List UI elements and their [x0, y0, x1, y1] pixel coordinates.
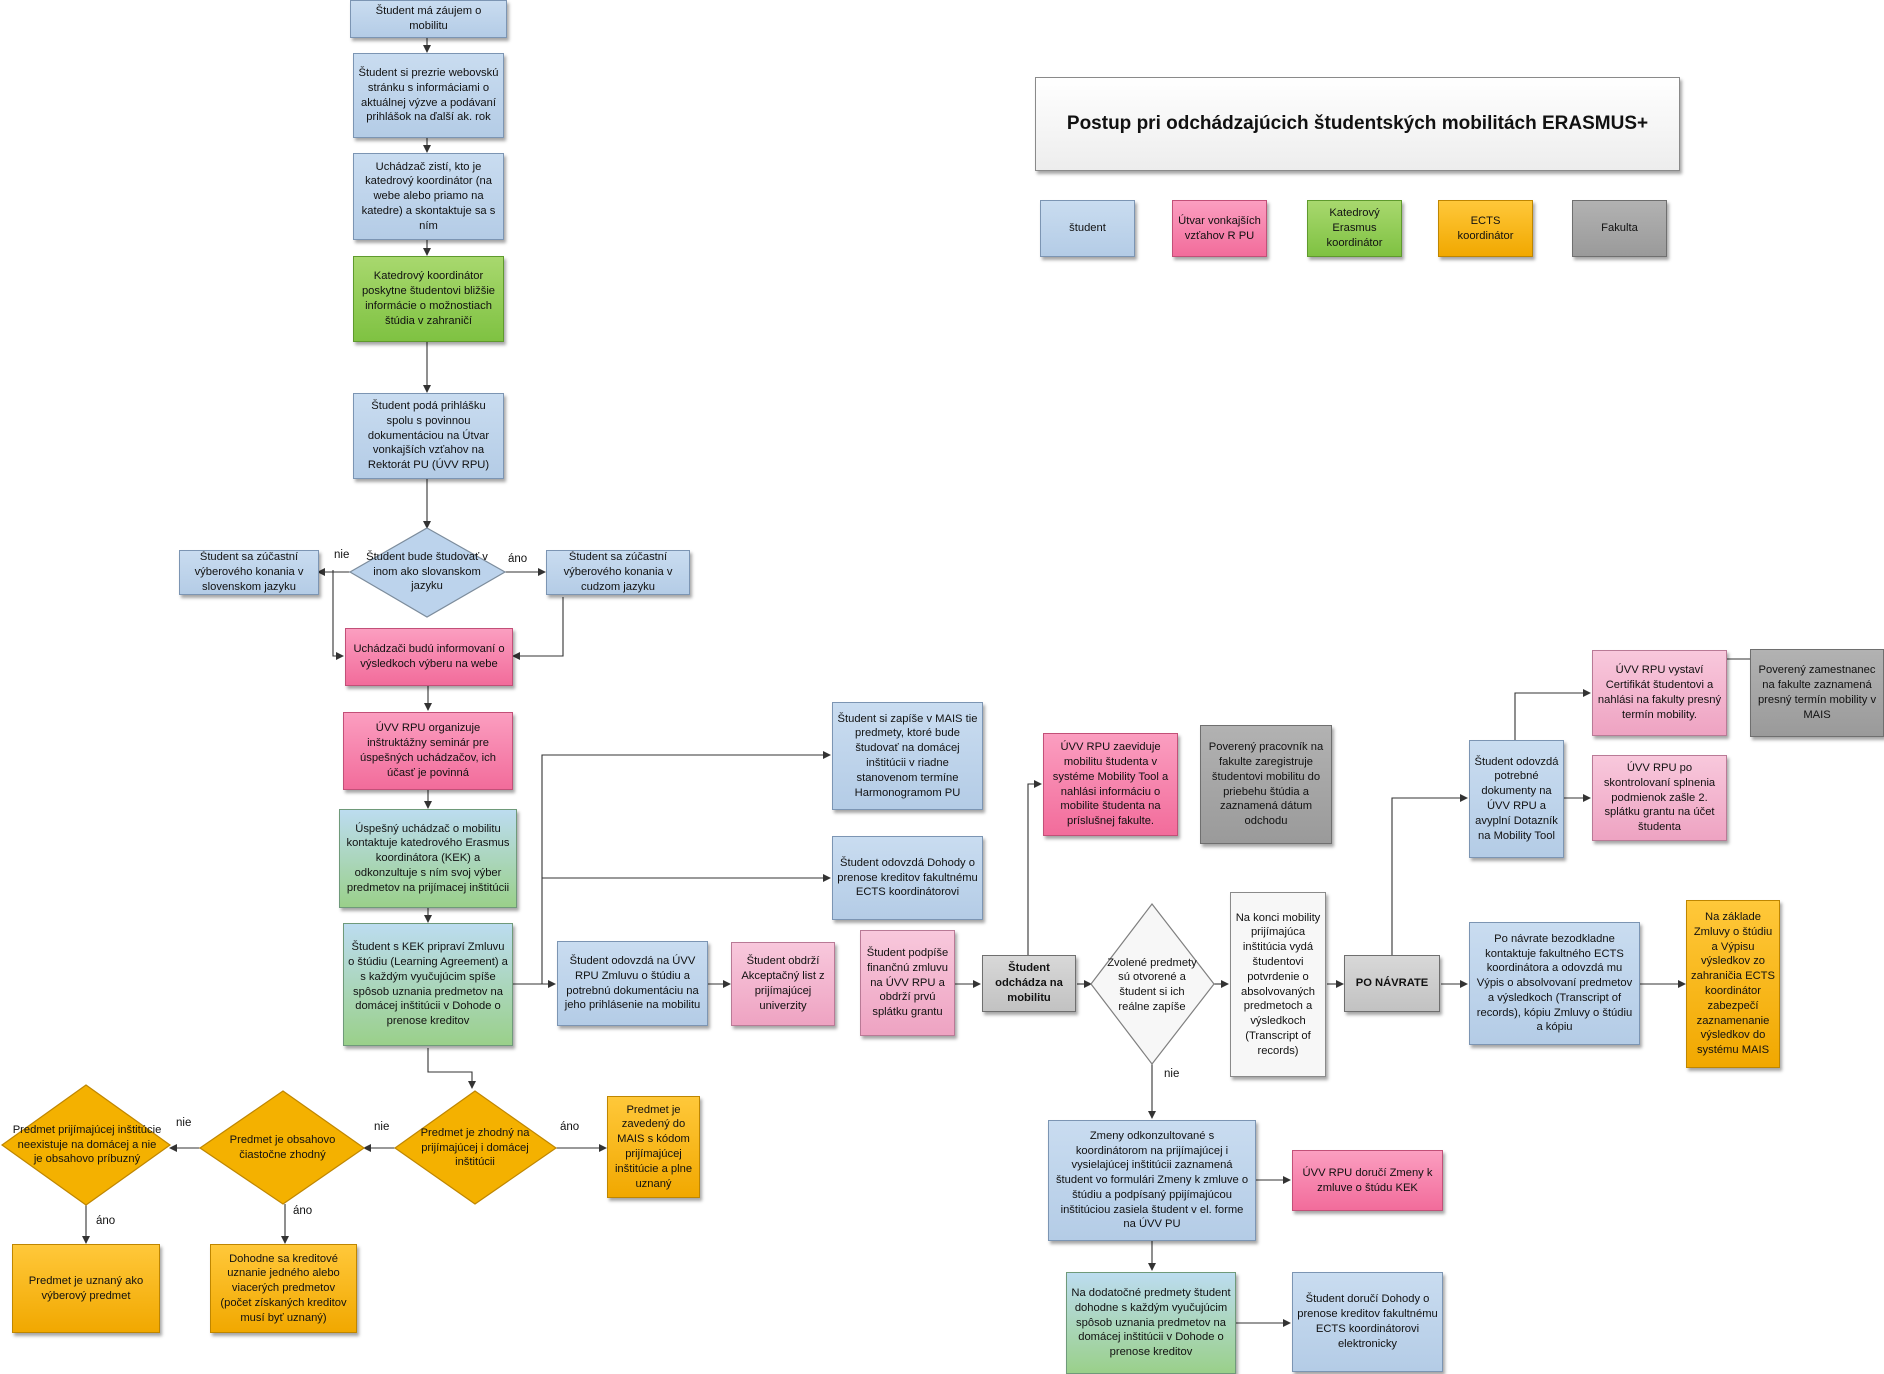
legend-fakulta: Fakulta — [1572, 200, 1667, 257]
step-deliver-electronic: Študent doručí Dohody o prenose kreditov… — [1292, 1272, 1443, 1372]
label-no-identical: nie — [374, 1121, 390, 1133]
connector — [1514, 689, 1591, 740]
legend-kek: Katedrový Erasmus koordinátor — [1307, 200, 1402, 257]
step-changes-to-kek: ÚVV RPU doručí Zmeny k zmluve o štúdu KE… — [1292, 1150, 1443, 1211]
step-ects-mais: Na základe Zmluvy o štúdiu a Výpisu výsl… — [1686, 900, 1780, 1068]
step-deliver-agreements: Študent odovzdá Dohody o prenose kredito… — [832, 836, 983, 920]
step-mais-register: Študent si zapíše v MAIS tie predmety, k… — [832, 702, 983, 810]
step-contact-kek: Úspešný uchádzač o mobilitu kontaktuje k… — [339, 809, 517, 908]
label-no-subjects-open: nie — [1164, 1068, 1180, 1080]
step-faculty-mais-term: Poverený zamestnanec na fakulte zaznamen… — [1750, 649, 1884, 737]
step-learning-agreement: Študent s KEK pripraví Zmluvu o štúdiu (… — [343, 923, 513, 1046]
step-mobility-tool: ÚVV RPU zaeviduje mobilitu študenta v sy… — [1043, 733, 1178, 836]
connector — [427, 1048, 476, 1089]
connector — [1027, 780, 1042, 958]
step-seminar: ÚVV RPU organizuje inštruktážny seminár … — [343, 712, 513, 790]
step-transcript: Na konci mobility prijímajúca inštitúcia… — [1230, 892, 1326, 1077]
label-yes-identical: áno — [560, 1121, 580, 1133]
decision-language-text: Študent bude študovať v inom ako slovans… — [366, 551, 488, 593]
decision-identical-text: Predmet je zhodný na prijímajúcej i domá… — [420, 1127, 530, 1169]
connector — [1391, 794, 1468, 958]
step-credit-recognition: Dohodne sa kreditové uznanie jedného ale… — [210, 1244, 357, 1333]
step-departure: Študent odchádza na mobilitu — [982, 955, 1076, 1012]
step-faculty-register: Poverený pracovník na fakulte zaregistru… — [1200, 725, 1332, 844]
label-no-partial: nie — [176, 1117, 192, 1129]
decision-partial-text: Predmet je obsahovo čiastočne zhodný — [229, 1134, 336, 1161]
step-return-documents: Študent odovzdá potrebné dokumenty na ÚV… — [1469, 740, 1564, 858]
legend-ects: ECTS koordinátor — [1438, 200, 1533, 257]
step-financial-contract: Študent podpíše finančnú zmluvu na ÚVV R… — [860, 930, 955, 1036]
step-interest: Študent má záujem o mobilitu — [350, 0, 507, 38]
label-yes-language: áno — [508, 553, 528, 565]
decision-nonexistent-text: Predmet prijímajúcej inštitúcie neexistu… — [12, 1124, 162, 1166]
step-second-payment: ÚVV RPU po skontrolovaní splnenia podmie… — [1592, 755, 1727, 841]
step-after-return: PO NÁVRATE — [1344, 955, 1440, 1012]
step-results-web: Uchádzači budú informovaní o výsledkoch … — [345, 628, 513, 686]
step-contact-ects: Po návrate bezodkladne kontaktuje fakult… — [1469, 922, 1640, 1045]
legend-uvv: Útvar vonkajších vzťahov R PU — [1172, 200, 1267, 257]
step-find-coordinator: Uchádzač zistí, kto je katedrový koordin… — [353, 153, 504, 240]
step-additional-subjects: Na dodatočné predmety študent dohodne s … — [1066, 1272, 1236, 1374]
step-submit-uvv: Študent odovzdá na ÚVV RPU Zmluvu o štúd… — [557, 941, 708, 1026]
decision-subjects-open-text: Zvolené predmety sú otvorené a študent s… — [1107, 956, 1197, 1013]
label-yes-nonexistent: áno — [96, 1215, 116, 1227]
step-certificate: ÚVV RPU vystaví Certifikát študentovi a … — [1592, 650, 1727, 736]
step-subject-full: Predmet je zavedený do MAIS s kódom prij… — [607, 1096, 700, 1198]
step-selection-foreign: Študent sa zúčastní výberového konania v… — [546, 550, 690, 595]
step-elective: Predmet je uznaný ako výberový predmet — [12, 1244, 160, 1333]
step-changes-form: Zmeny odkonzultované s koordinátorom na … — [1048, 1120, 1256, 1241]
label-no-language: nie — [334, 549, 350, 561]
connector — [512, 597, 564, 660]
page-title: Postup pri odchádzajúcich študentských m… — [1035, 77, 1680, 171]
step-acceptance-letter: Študent obdrží Akceptačný list z prijíma… — [731, 942, 835, 1026]
legend-student: študent — [1040, 200, 1135, 257]
step-application: Študent podá prihlášku spolu s povinnou … — [353, 393, 504, 479]
label-yes-partial: áno — [293, 1205, 313, 1217]
step-selection-slovak: Študent sa zúčastní výberového konania v… — [179, 550, 319, 595]
connector — [332, 570, 344, 660]
step-website: Študent si prezrie webovskú stránku s in… — [353, 53, 504, 138]
step-coordinator-info: Katedrový koordinátor poskytne študentov… — [353, 256, 504, 342]
